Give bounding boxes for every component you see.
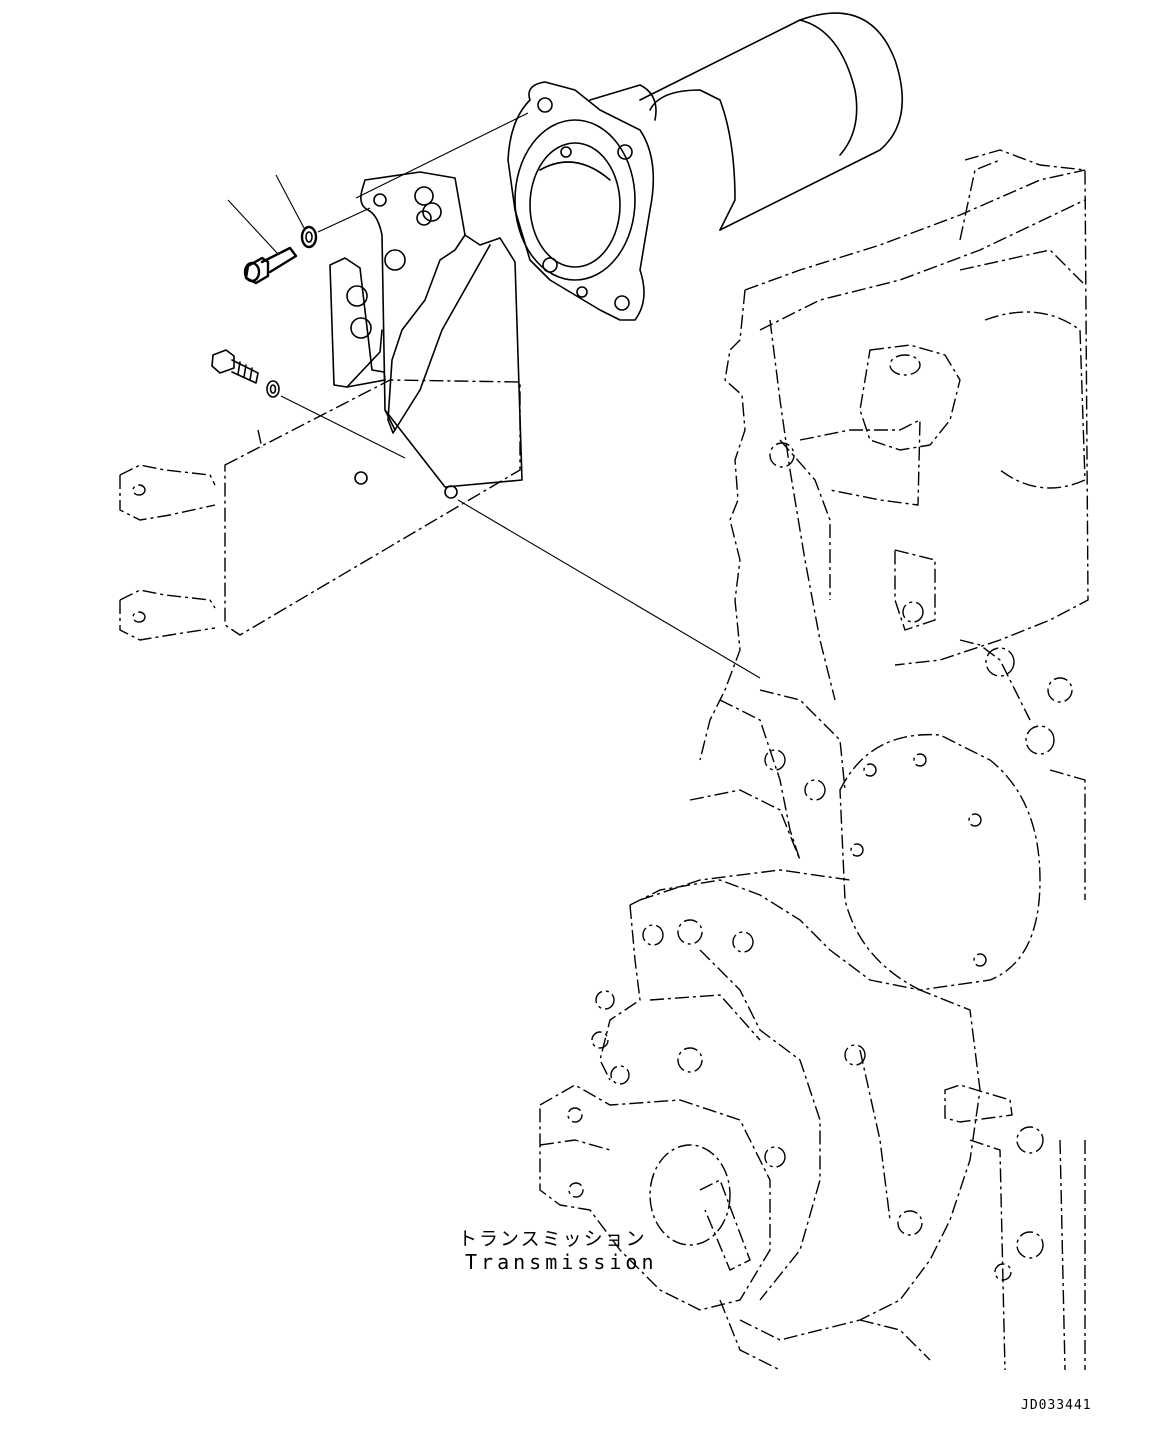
washer-small: [266, 380, 280, 398]
transmission-phantom: [539, 879, 1086, 1371]
flywheel-housing-phantom: [639, 689, 1041, 991]
leader-lines: [227, 112, 761, 679]
engine-block-phantom: [699, 149, 1089, 900]
component-label-jp: トランスミッション: [458, 1228, 647, 1250]
bolt-small: [211, 349, 259, 384]
starter-motor: [507, 12, 904, 321]
cover-plate-phantom: [119, 379, 521, 641]
bolt-large: [243, 246, 298, 285]
washer-large: [300, 225, 318, 249]
drawing-number: JD033441: [1021, 1398, 1092, 1413]
component-label-en: Transmission: [465, 1250, 658, 1274]
starter-mounting-bracket: [329, 171, 523, 499]
